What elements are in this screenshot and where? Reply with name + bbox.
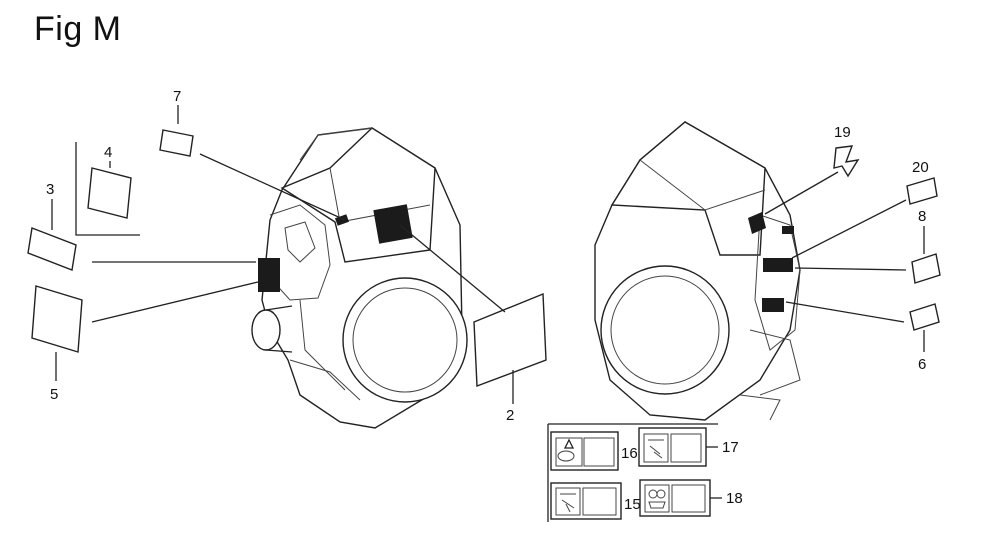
callout-17: 17 xyxy=(722,439,739,456)
callout-16: 16 xyxy=(621,445,638,462)
callout-7: 7 xyxy=(173,88,181,105)
warning-label-set: 16 17 15 18 xyxy=(547,423,743,522)
engine-label-front xyxy=(373,204,413,244)
callout-2: 2 xyxy=(506,407,514,424)
part-8: 8 xyxy=(794,208,941,284)
callout-6: 6 xyxy=(918,356,926,373)
part-7: 7 xyxy=(159,88,346,221)
part-3: 3 xyxy=(27,181,256,271)
label-16: 16 xyxy=(550,431,638,471)
engine-label-r4 xyxy=(748,212,766,234)
left-engine xyxy=(251,127,468,429)
part-2: 2 xyxy=(399,224,547,424)
right-engine xyxy=(594,121,801,421)
engine-label-side xyxy=(258,258,280,292)
label-15: 15 xyxy=(550,482,641,520)
callout-5: 5 xyxy=(50,386,58,403)
callout-15: 15 xyxy=(624,496,641,513)
part-4: 4 xyxy=(75,142,140,236)
label-18: 18 xyxy=(639,479,743,517)
callout-20: 20 xyxy=(912,159,929,176)
callout-19: 19 xyxy=(834,124,851,141)
callout-8: 8 xyxy=(918,208,926,225)
figure-title: Fig M xyxy=(34,10,122,48)
part-20: 20 xyxy=(791,159,938,259)
part-6: 6 xyxy=(785,301,940,373)
callout-18: 18 xyxy=(726,490,743,507)
engine-label-r1 xyxy=(763,258,793,272)
callout-4: 4 xyxy=(104,144,112,161)
part-19: 19 xyxy=(764,124,860,215)
part-5: 5 xyxy=(31,281,259,403)
engine-label-r2 xyxy=(762,298,784,312)
engine-label-r3 xyxy=(782,226,794,234)
callout-3: 3 xyxy=(46,181,54,198)
label-17: 17 xyxy=(638,427,739,467)
